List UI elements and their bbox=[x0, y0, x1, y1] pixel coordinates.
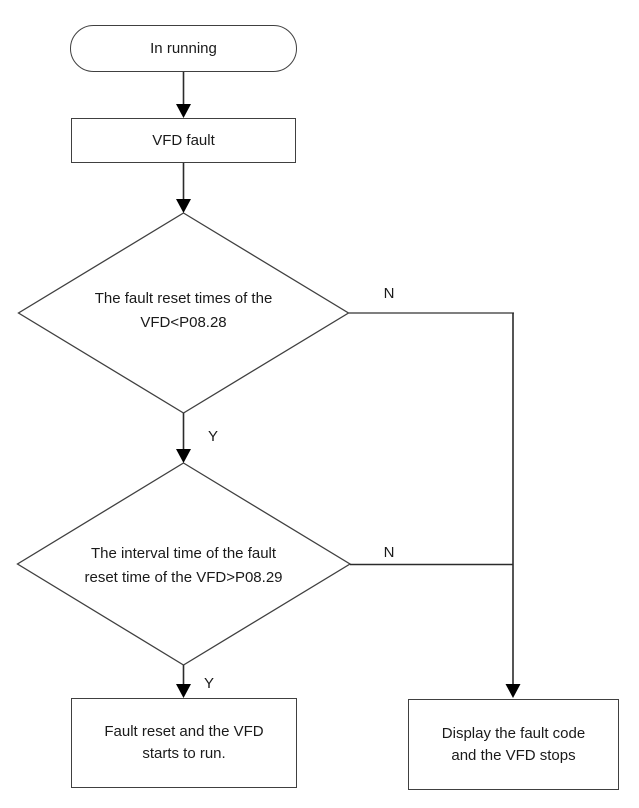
node-display-fault-line1: Display the fault code bbox=[441, 724, 586, 742]
node-vfd-fault: VFD fault bbox=[71, 118, 296, 163]
node-start: In running bbox=[70, 25, 297, 72]
arrowhead-decision2-yes bbox=[176, 684, 191, 698]
arrowhead-to-display-fault bbox=[505, 684, 521, 698]
node-fault-reset-line1: Fault reset and the VFD bbox=[104, 723, 264, 740]
decision1-no-label: N bbox=[383, 285, 395, 302]
decision2-no-label: N bbox=[383, 544, 395, 561]
decision2-yes-label: Y bbox=[203, 675, 214, 692]
node-display-fault-line2: and the VFD stops bbox=[451, 746, 576, 764]
arrowhead-decision1-yes bbox=[176, 449, 191, 463]
node-vfd-fault-label: VFD fault bbox=[152, 131, 215, 149]
decision1-diamond bbox=[17, 212, 350, 414]
decision1-yes-label: Y bbox=[207, 428, 218, 445]
node-start-label: In running bbox=[150, 39, 217, 57]
node-display-fault: Display the fault code and the VFD stops bbox=[408, 699, 619, 790]
decision2-diamond bbox=[16, 462, 352, 666]
arrowhead-fault-to-decision1 bbox=[176, 199, 191, 213]
node-fault-reset-line2: starts to run. bbox=[142, 745, 226, 762]
arrowhead-start-to-fault bbox=[176, 104, 191, 118]
node-fault-reset: Fault reset and the VFD starts to run. bbox=[71, 698, 297, 788]
